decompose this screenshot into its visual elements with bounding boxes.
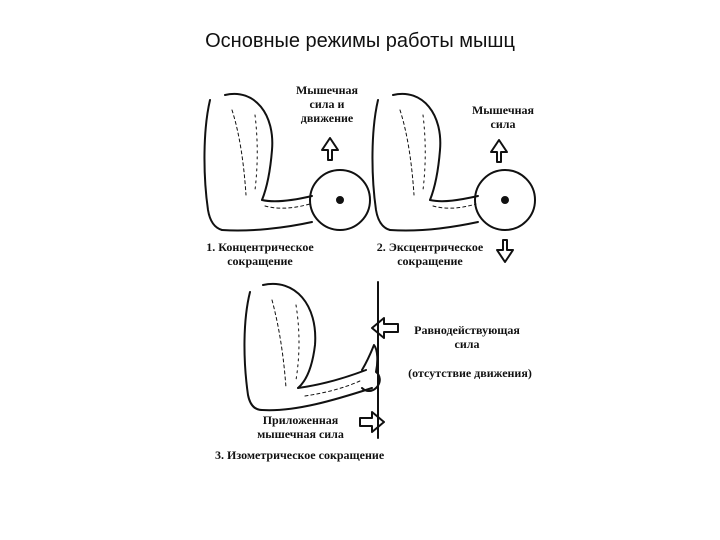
panel2-down-arrow-icon: [496, 239, 514, 263]
panel3-resultant-label: Равнодействующая сила: [414, 323, 520, 351]
panel3-no-motion-label: (отсутствие движения): [408, 366, 532, 380]
panel1-caption: 1. Концентрическое сокращение: [206, 240, 314, 268]
panel1-up-arrow-icon: [321, 137, 339, 161]
panel2-weight-disc: [474, 169, 536, 231]
panel2-up-arrow-icon: [490, 139, 508, 163]
panel2-arm-illustration: [371, 92, 479, 232]
panel3-caption: 3. Изометрическое сокращение: [215, 448, 385, 462]
panel1-force-label: Мышечная сила и движение: [295, 83, 359, 125]
panel3-arm-illustration: [243, 282, 373, 412]
panel2-caption: 2. Эксцентрическое сокращение: [376, 240, 484, 268]
panel1-weight-disc: [309, 169, 371, 231]
panel1-arm-illustration: [203, 92, 313, 232]
page-title: Основные режимы работы мышц: [205, 30, 515, 52]
panel3-resultant-force-arrow-icon: [371, 317, 399, 339]
panel3-applied-force-arrow-icon: [359, 411, 385, 433]
panel2-force-label: Мышечная сила: [471, 103, 535, 131]
panel3-applied-label: Приложенная мышечная сила: [257, 413, 344, 441]
panel3-hand: [361, 344, 381, 392]
